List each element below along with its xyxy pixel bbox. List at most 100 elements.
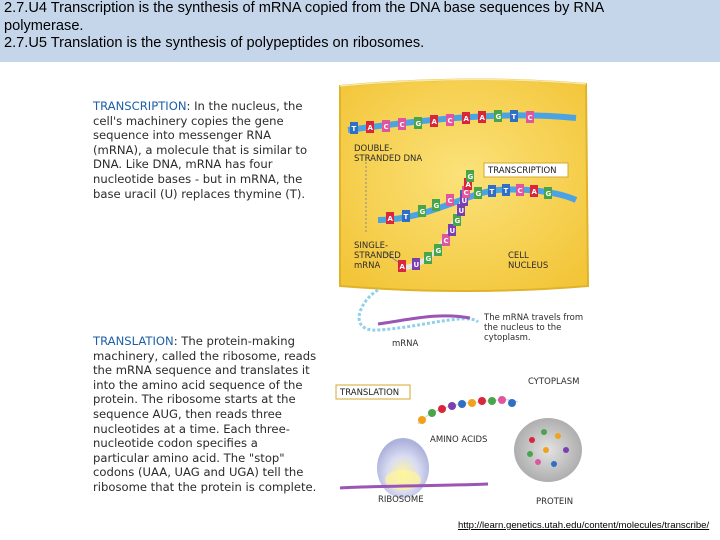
mrna-base (466, 170, 474, 182)
dna-top-base-letter: C (400, 121, 405, 129)
mrna-base-letter: U (414, 261, 420, 269)
mrna-base-letter: U (450, 227, 456, 235)
translation-description: TRANSLATION: The protein-making machiner… (93, 334, 317, 495)
dna-bottom-base (402, 210, 410, 222)
dna-top-base (494, 110, 502, 122)
mrna-base (453, 214, 461, 226)
dna-top-base (414, 117, 422, 129)
mrna-base (457, 204, 465, 216)
mrna-pointer (383, 251, 399, 263)
double-stranded-label-2: STRANDED DNA (354, 154, 422, 164)
header-banner: 2.7.U4 Transcription is the synthesis of… (0, 0, 720, 62)
protein-label: PROTEIN (536, 497, 573, 507)
dna-top-base (430, 115, 438, 127)
mrna-base (442, 234, 450, 246)
dna-bottom-base (446, 194, 454, 206)
dna-bottom-base (488, 185, 496, 197)
dna-top-base-letter: T (352, 125, 357, 133)
dna-bottom-base (502, 184, 510, 196)
dna-bottom-base-letter: G (476, 190, 482, 198)
transcription-body: : In the nucleus, the cell's machinery c… (93, 99, 308, 201)
mrna-base (462, 186, 470, 198)
mrna-base-letter: G (436, 247, 442, 255)
single-stranded-label-2: STRANDED (354, 251, 401, 261)
dna-top-base (350, 122, 358, 134)
dna-bottom-base (530, 185, 538, 197)
mrna-base-letter: A (400, 263, 406, 271)
ribosome-mrna (339, 482, 489, 490)
cell-nucleus-label-1: CELL (508, 251, 529, 261)
transcription-box (483, 162, 569, 178)
dna-bottom-base-letter: A (532, 188, 538, 196)
single-stranded-label-3: mRNA (354, 261, 381, 271)
mrna-base-letter: U (459, 207, 465, 215)
dna-bottom-base (516, 184, 524, 196)
single-stranded-label-1: SINGLE- (354, 241, 388, 251)
mrna-base (448, 224, 456, 236)
dna-top-base (462, 112, 470, 124)
dna-bottom-base-letter: T (504, 187, 509, 195)
dna-top-base-letter: A (480, 114, 486, 122)
dna-bottom-base-letter: A (388, 215, 394, 223)
dna-bottom-base-letter: C (448, 197, 453, 205)
amino-acid-chain (417, 396, 519, 425)
header-line-3: 2.7.U5 Translation is the synthesis of p… (4, 35, 425, 51)
dna-top-base (526, 111, 534, 123)
dna-top-base (510, 110, 518, 122)
dna-top-base (478, 111, 486, 123)
translation-box (335, 384, 411, 400)
dna-bottom-base (418, 205, 426, 217)
travels-label-2: the nucleus to the (484, 323, 561, 333)
ribosome-shape (377, 438, 429, 498)
dna-bottom-base-letter: G (546, 190, 552, 198)
ribosome-label: RIBOSOME (378, 495, 424, 505)
transcription-box-label: TRANSCRIPTION (487, 166, 557, 176)
cytoplasm-label: CYTOPLASM (528, 377, 579, 387)
dna-bottom-base-letter: T (490, 188, 495, 196)
dna-top-base (446, 114, 454, 126)
mrna-base-letter: A (466, 181, 472, 189)
dna-bottom-base (386, 212, 394, 224)
dna-bottom-base-letter: G (434, 202, 440, 210)
dna-bottom-base (544, 187, 552, 199)
mrna-base-letter: G (455, 217, 461, 225)
header-line-1: 2.7.U4 Transcription is the synthesis of… (4, 0, 605, 16)
double-stranded-label-1: DOUBLE- (354, 144, 392, 154)
mrna-base (464, 178, 472, 190)
translation-body: : The protein-making machinery, called t… (93, 334, 317, 494)
dna-top-base-letter: A (368, 124, 374, 132)
dna-bottom-base-letter: T (404, 213, 409, 221)
mrna-base (460, 194, 468, 206)
source-link[interactable]: http://learn.genetics.utah.edu/content/m… (458, 520, 710, 531)
dna-top-base-letter: A (432, 118, 438, 126)
dna-top-base (382, 120, 390, 132)
amino-acids-label: AMINO ACIDS (430, 435, 487, 445)
dna-top-base-letter: G (416, 120, 422, 128)
dna-top-base-letter: A (464, 115, 470, 123)
mrna-base (434, 244, 442, 256)
translation-keyword: TRANSLATION (93, 334, 174, 348)
dna-bottom-base-letter: C (518, 187, 523, 195)
dna-top-base (398, 118, 406, 130)
mrna-label: mRNA (392, 339, 419, 349)
travels-label-3: cytoplasm. (484, 333, 531, 343)
protein-blob (514, 418, 582, 482)
mrna-base (424, 252, 432, 264)
dna-bottom-base-letter: G (420, 208, 426, 216)
transcription-keyword: TRANSCRIPTION (93, 99, 187, 113)
dna-top-base (366, 121, 374, 133)
travels-label-1: The mRNA travels from (483, 313, 583, 323)
cell-nucleus-label-2: NUCLEUS (508, 261, 548, 271)
dna-top-base-letter: C (384, 123, 389, 131)
header-line-2: polymerase. (4, 17, 84, 34)
mrna-base-letter: G (468, 173, 474, 181)
mrna-base-letter: C (444, 237, 449, 245)
dna-top-base-letter: T (512, 113, 517, 121)
dna-bottom-base (432, 199, 440, 211)
mrna-base-letter: C (464, 189, 469, 197)
dna-bottom-base (474, 187, 482, 199)
dna-top-base-letter: G (496, 113, 502, 121)
